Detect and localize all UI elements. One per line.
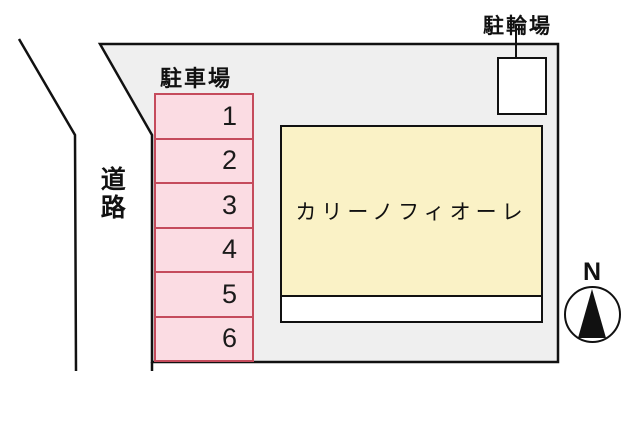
building-name: カリーノフィオーレ <box>282 127 541 295</box>
compass: N <box>560 258 630 350</box>
bicycle-parking-area <box>497 57 547 115</box>
bicycle-parking-label: 駐輪場 <box>483 15 552 38</box>
north-arrow-triangle <box>578 289 606 338</box>
parking-space-1: 1 <box>156 95 252 140</box>
parking-space-5: 5 <box>156 273 252 318</box>
north-arrow-icon <box>564 286 621 343</box>
parking-space-6: 6 <box>221 323 237 354</box>
building-footprint: カリーノフィオーレ <box>280 125 543 323</box>
parking-space-4: 4 <box>156 229 252 273</box>
parking-lot-title: 駐車場 <box>160 66 233 91</box>
building-entrance-strip <box>282 295 541 321</box>
road-outer-edge <box>17 38 78 372</box>
parking-space-2: 2 <box>156 140 252 184</box>
road-label: 道路 <box>97 166 126 222</box>
parking-space-3: 3 <box>156 184 252 229</box>
compass-north-label: N <box>583 258 602 286</box>
parking-spaces: 1 2 3 4 5 6 <box>154 93 254 362</box>
